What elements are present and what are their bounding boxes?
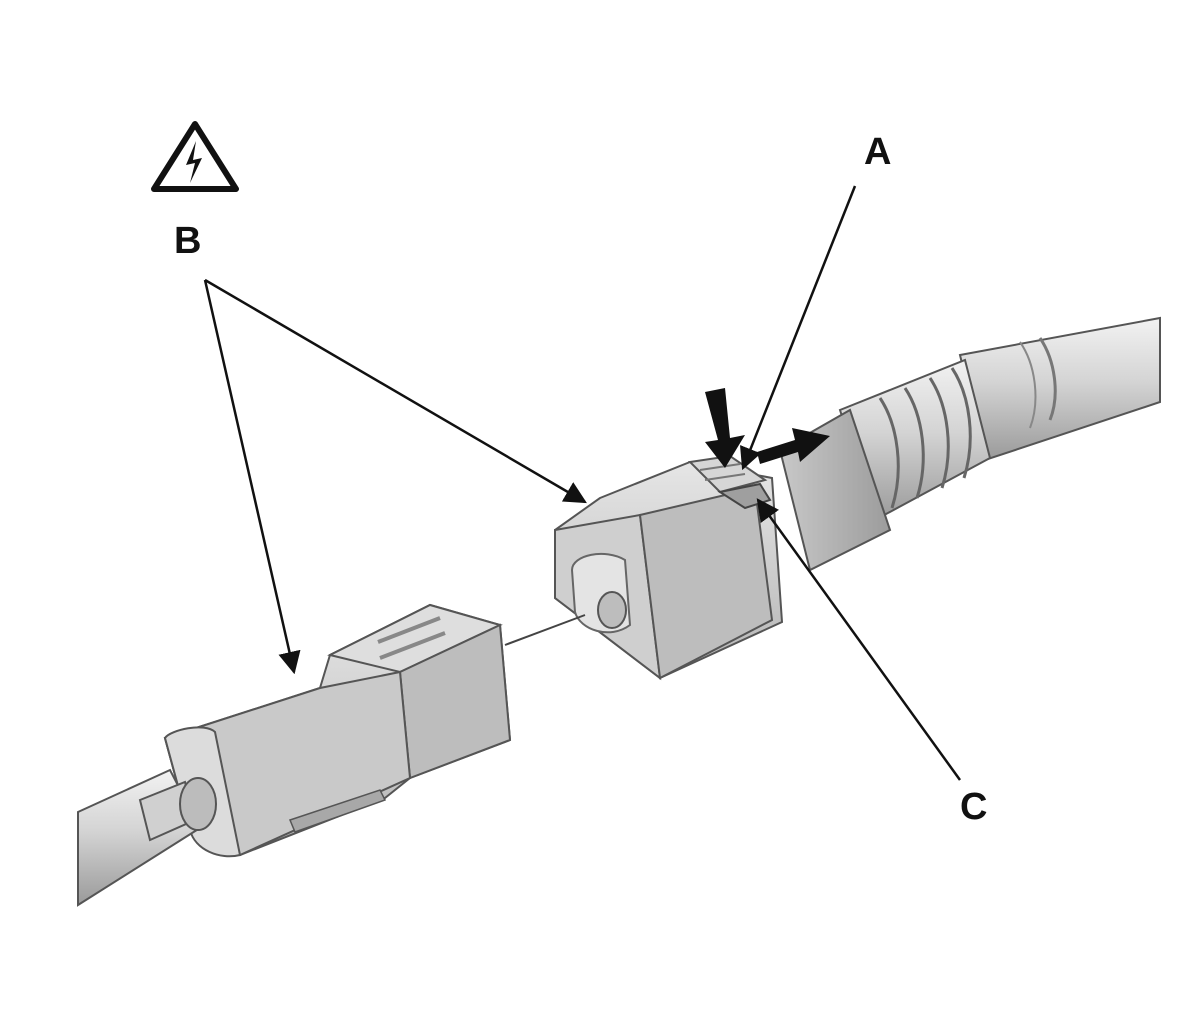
male-connector: [163, 603, 512, 858]
pull-arrow: [757, 428, 830, 464]
press-arrow: [705, 388, 745, 468]
alignment-line: [504, 614, 586, 646]
leader-line-c: [756, 498, 962, 781]
callout-label-a: A: [864, 131, 892, 173]
leader-line-a: [740, 185, 857, 471]
callout-label-b: B: [174, 220, 202, 262]
callout-label-c: C: [960, 786, 988, 828]
high-voltage-warning-icon: [151, 121, 239, 192]
female-connector: [554, 454, 784, 681]
female-harness-cable: [778, 316, 1161, 572]
leader-line-b-to-male: [203, 279, 301, 675]
male-harness-cable: [77, 768, 217, 907]
leader-line-b-to-female: [204, 278, 587, 504]
